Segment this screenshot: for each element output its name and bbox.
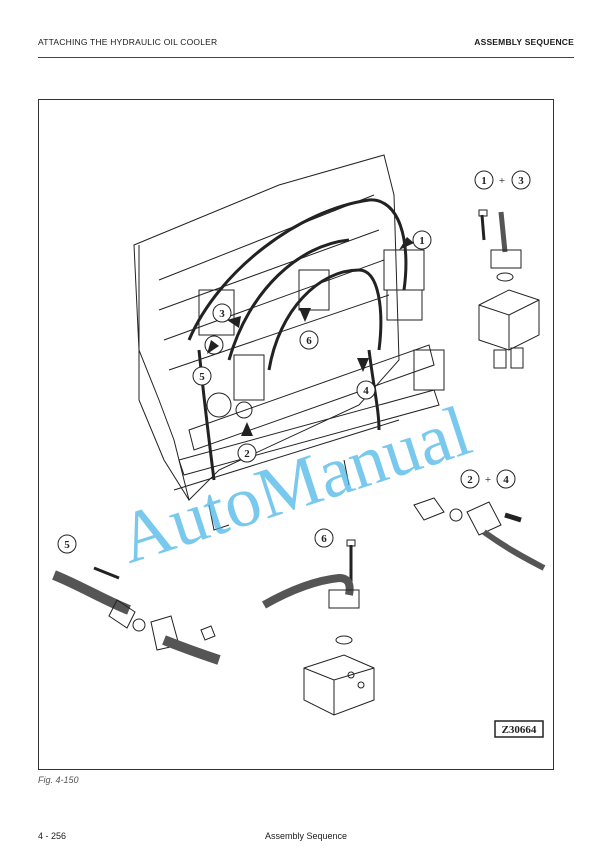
detail-5-label: 5 (64, 539, 70, 551)
figure-code: Z30664 (502, 724, 537, 736)
page-number: 4 - 256 (38, 831, 67, 841)
detail-1-3-op: + (499, 175, 505, 187)
callout-arrow-3 (227, 316, 241, 328)
callout-4: 4 (363, 385, 369, 397)
callout-arrow-2 (241, 422, 253, 436)
header-section-title: ATTACHING THE HYDRAULIC OIL COOLER (38, 37, 218, 47)
callout-3: 3 (219, 308, 225, 320)
hydraulic-hose-main (187, 198, 408, 341)
detail-1-3-a: 1 (481, 175, 487, 187)
cooler-frame-outline (133, 154, 400, 501)
assembly-illustration: 1 3 6 5 4 2 1 + 3 2 + 4 5 6 Z30664 AutoM… (52, 154, 546, 738)
callout-6: 6 (306, 335, 312, 347)
watermark: AutoManual (109, 390, 480, 579)
callout-5: 5 (199, 371, 205, 383)
detail-2-4-b: 4 (503, 474, 509, 486)
callout-1: 1 (419, 235, 425, 247)
detail-2-4-a: 2 (467, 474, 473, 486)
callout-2: 2 (244, 448, 250, 460)
callout-arrow-5 (207, 340, 219, 354)
detail-1-3-b: 3 (518, 175, 524, 187)
callout-arrow-4 (357, 358, 369, 372)
footer-section-name: Assembly Sequence (264, 831, 348, 841)
header-rule (38, 57, 574, 58)
figure-code-box (494, 720, 544, 738)
callout-arrow-1 (399, 237, 414, 250)
detail-6-label: 6 (321, 533, 327, 545)
header-chapter-title: ASSEMBLY SEQUENCE (474, 37, 574, 47)
figure-frame: 1 3 6 5 4 2 1 + 3 2 + 4 5 6 Z30664 AutoM… (38, 99, 554, 770)
detail-2-4-op: + (485, 474, 491, 486)
figure-caption: Fig. 4-150 (38, 775, 79, 785)
callout-arrow-6 (299, 308, 311, 322)
